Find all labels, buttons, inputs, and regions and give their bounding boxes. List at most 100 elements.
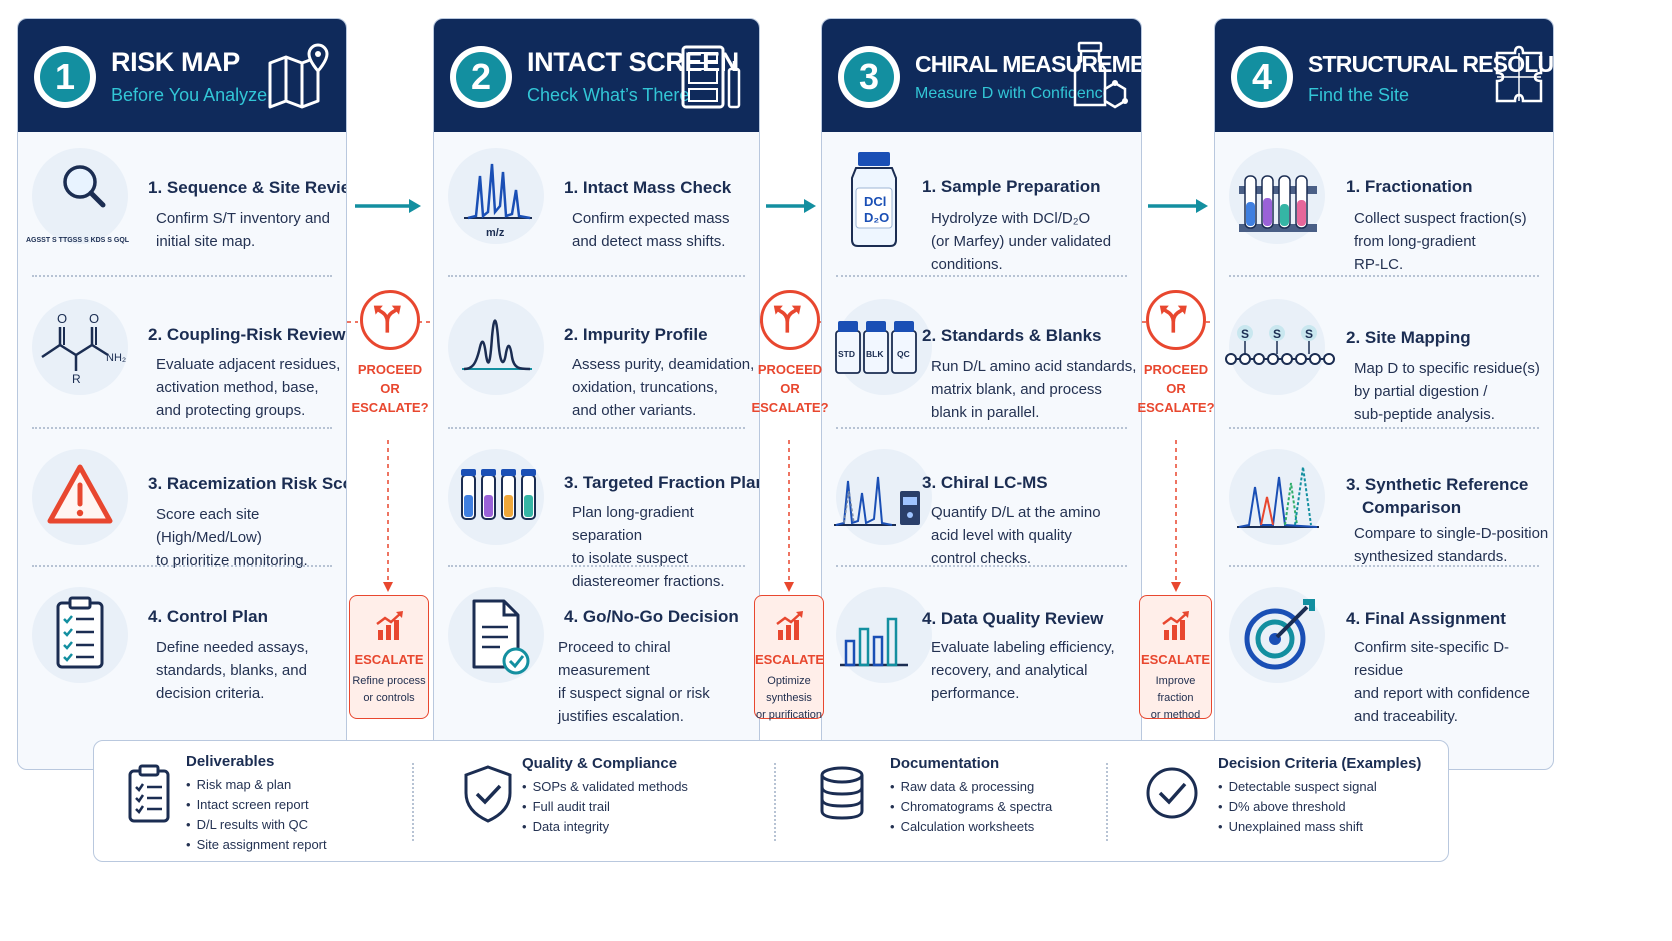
list-item: D/L results with QC <box>186 815 327 835</box>
flow-arrow-icon <box>355 199 421 213</box>
phase-title: CHIRAL MEASUREMENT <box>915 51 1141 77</box>
step-title: 4. Control Plan <box>148 607 268 626</box>
fraction-vials-icon <box>461 469 536 520</box>
atom-label: NH₂ <box>106 352 126 364</box>
step-standards-blanks: STD BLK QC 2. Standards & Blanks Run D/L… <box>822 291 1141 441</box>
footer-title: Quality & Compliance <box>522 755 678 772</box>
bottle-label: D₂O <box>864 210 889 225</box>
divider <box>836 427 1127 429</box>
decision-label: PROCEED OR ESCALATE? <box>1137 362 1215 415</box>
divider <box>774 763 776 841</box>
list-item: Detectable suspect signal <box>1218 777 1377 797</box>
step-title: 2. Site Mapping <box>1346 328 1471 347</box>
escalate-label: ESCALATE <box>1140 652 1211 667</box>
divider <box>836 275 1127 277</box>
step-desc: Run D/L amino acid standards, matrix bla… <box>931 358 1137 421</box>
divider <box>32 275 332 277</box>
step-desc: Quantify D/L at the amino acid level wit… <box>931 504 1101 567</box>
step-desc: Confirm site-specific D-residue and repo… <box>1354 639 1530 725</box>
step-desc: Confirm expected mass and detect mass sh… <box>572 210 730 250</box>
vial-label: BLK <box>866 349 884 359</box>
bottle-label: DCl <box>864 194 886 209</box>
phase-number-badge: 2 <box>450 46 512 108</box>
escalate-chart-icon <box>776 611 803 640</box>
test-tube-rack-icon <box>1239 175 1317 232</box>
sequence-label: AGSST S TTGSS S KDS S GQL <box>26 237 130 244</box>
decision-label: PROCEED OR ESCALATE? <box>751 362 829 415</box>
list-item: Raw data & processing <box>890 777 1052 797</box>
divider <box>448 427 745 429</box>
divider <box>32 427 332 429</box>
fork-arrows-icon <box>760 290 820 350</box>
list-item: Unexplained mass shift <box>1218 817 1377 837</box>
residue-label: S <box>1241 327 1249 341</box>
escalate-label: ESCALATE <box>354 652 424 667</box>
step-sample-preparation: DCl D₂O 1. Sample Preparation Hydrolyze … <box>822 144 1141 294</box>
atom-label: O <box>89 311 99 326</box>
escalate-label: ESCALATE <box>755 652 825 667</box>
atom-label: R <box>72 372 81 386</box>
warning-triangle-icon <box>47 464 113 524</box>
divider <box>448 565 745 567</box>
bar-chart-icon <box>840 617 908 667</box>
list-item: SOPs & validated methods <box>522 777 688 797</box>
shield-check-icon <box>464 765 512 823</box>
step-icon-bg <box>448 148 544 244</box>
list-item: D% above threshold <box>1218 797 1377 817</box>
phase-number-badge: 1 <box>34 46 96 108</box>
step-title: 1. Sample Preparation <box>922 177 1101 196</box>
lcms-chromatogram-icon <box>834 476 920 526</box>
step-desc: Hydrolyze with DCl/D₂O (or Marfey) under… <box>931 210 1112 273</box>
step-final-assignment: 4. Final Assignment Confirm site-specifi… <box>1215 579 1553 729</box>
step-desc: Evaluate labeling efficiency, recovery, … <box>931 639 1115 702</box>
phase-header: 3 CHIRAL MEASUREMENT Measure D with Conf… <box>822 19 1141 132</box>
list-item: Intact screen report <box>186 795 327 815</box>
step-synthetic-reference: 3. Synthetic Reference Comparison Compar… <box>1215 439 1553 589</box>
decision-proceed-or-escalate: PROCEED OR ESCALATE? <box>750 290 830 417</box>
document-check-icon <box>472 599 530 675</box>
step-icon-bg <box>32 299 128 395</box>
list-item: Calculation worksheets <box>890 817 1052 837</box>
divider <box>32 565 332 567</box>
escalate-chart-icon <box>1162 611 1189 640</box>
vials-std-blk-qc-icon: STD BLK QC <box>835 321 917 374</box>
divider <box>836 565 1127 567</box>
step-title: 4. Final Assignment <box>1346 609 1506 628</box>
step-title: 2. Impurity Profile <box>564 325 708 344</box>
escalate-box: ESCALATE Improve fraction or method <box>1139 595 1212 721</box>
list-item: Risk map & plan <box>186 775 327 795</box>
divider <box>448 275 745 277</box>
dcl-bottle-icon: DCl D₂O <box>851 152 897 247</box>
phase-header: 2 INTACT SCREEN Check What’s There <box>434 19 759 132</box>
phase-title: STRUCTURAL RESOLUTION <box>1308 51 1554 77</box>
step-racemization-risk-score: 3. Racemization Risk Score Score each si… <box>18 439 346 589</box>
flow-arrow-icon <box>1148 199 1208 213</box>
step-desc: Compare to single-D-position synthesized… <box>1354 525 1549 565</box>
vial-label: QC <box>897 349 910 359</box>
divider <box>412 763 414 841</box>
step-title: 2. Standards & Blanks <box>922 326 1102 345</box>
footer-section-quality: Quality & Compliance SOPs & validated me… <box>458 751 758 851</box>
phase-title: RISK MAP <box>111 47 240 77</box>
summary-footer: Deliverables Risk map & plan Intact scre… <box>93 740 1449 862</box>
footer-list: Raw data & processing Chromatograms & sp… <box>890 777 1053 837</box>
step-fractionation: 1. Fractionation Collect suspect fractio… <box>1215 144 1553 294</box>
decision-proceed-or-escalate: PROCEED OR ESCALATE? <box>1136 290 1216 417</box>
divider <box>1106 763 1108 841</box>
step-icon-bg <box>836 587 932 683</box>
phase-header: 1 RISK MAP Before You Analyze <box>18 19 346 132</box>
step-icon-bg <box>448 299 544 395</box>
footer-title: Deliverables <box>186 753 275 770</box>
mass-spectrum-icon: m/z <box>464 163 532 239</box>
decision-proceed-or-escalate: PROCEED OR ESCALATE? <box>350 290 430 417</box>
step-title: 3. Targeted Fraction Plan <box>564 473 760 492</box>
phase-panel-risk-map: 1 RISK MAP Before You Analyze AGSST S TT… <box>17 18 347 770</box>
residue-label: S <box>1273 327 1281 341</box>
list-item: Chromatograms & spectra <box>890 797 1053 817</box>
divider <box>1229 565 1539 567</box>
step-data-quality-review: 4. Data Quality Review Evaluate labeling… <box>822 579 1141 729</box>
overlay-chromatogram-icon <box>1237 466 1319 528</box>
phase-panel-structural-resolution: 4 STRUCTURAL RESOLUTION Find the Site 1.… <box>1214 18 1554 770</box>
step-intact-mass-check: m/z 1. Intact Mass Check Confirm expecte… <box>434 144 759 294</box>
step-desc: Define needed assays, standards, blanks,… <box>156 639 309 702</box>
